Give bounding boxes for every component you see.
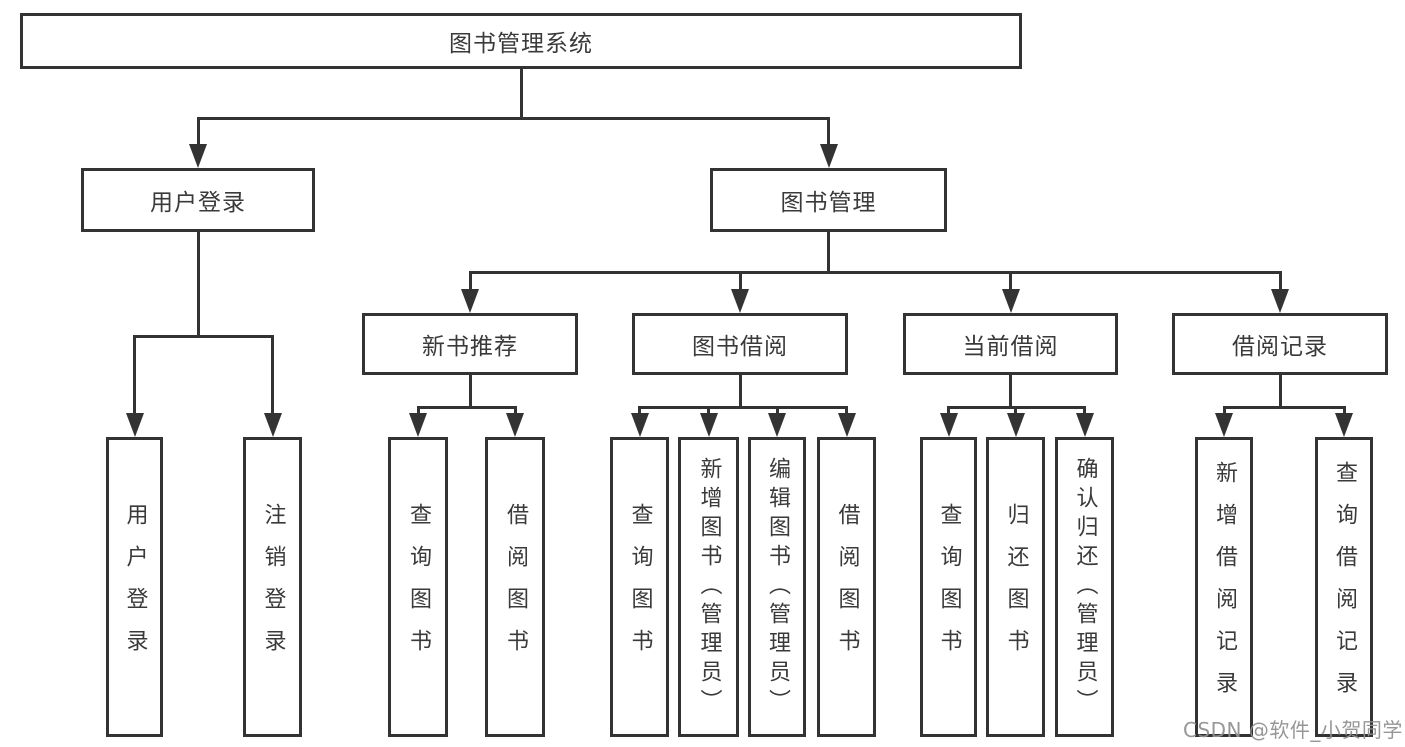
connector-rail bbox=[196, 116, 830, 120]
node-label-bb-add-books: 新增图书（管理员） bbox=[696, 456, 722, 718]
arrow-down-icon bbox=[1271, 289, 1289, 313]
node-label-br-query-record: 查询借阅记录 bbox=[1332, 461, 1357, 713]
node-label-book-mgmt: 图书管理 bbox=[780, 190, 877, 216]
node-label-cb-confirm-return: 确认归还（管理员） bbox=[1072, 456, 1098, 718]
arrow-down-icon bbox=[819, 144, 838, 168]
node-leaf-user-login: 用户登录 bbox=[106, 437, 163, 737]
connector-rail bbox=[1222, 405, 1346, 409]
connector-rail bbox=[133, 334, 274, 338]
arrow-down-icon bbox=[1001, 289, 1020, 313]
node-book-borrow: 图书借阅 bbox=[632, 313, 848, 375]
connector-drop bbox=[416, 407, 420, 417]
connector-drop bbox=[1014, 407, 1017, 417]
node-label-nb-borrow-books: 借阅图书 bbox=[503, 503, 528, 671]
connector-stem bbox=[738, 375, 742, 409]
arrow-down-icon bbox=[699, 413, 718, 437]
connector-drop bbox=[845, 407, 848, 417]
node-user-login: 用户登录 bbox=[81, 168, 315, 232]
connector-drop bbox=[468, 272, 472, 293]
arrow-down-icon bbox=[409, 413, 427, 437]
node-nb-borrow-books: 借阅图书 bbox=[485, 437, 545, 737]
node-label-leaf-user-login: 用户登录 bbox=[122, 503, 148, 671]
node-root: 图书管理系统 bbox=[20, 13, 1022, 69]
node-bb-add-books: 新增图书（管理员） bbox=[678, 437, 739, 737]
node-label-bb-edit-books: 编辑图书（管理员） bbox=[765, 456, 790, 718]
arrow-down-icon bbox=[1335, 413, 1353, 437]
arrow-down-icon bbox=[768, 413, 786, 437]
arrow-down-icon bbox=[506, 413, 524, 437]
node-label-book-borrow: 图书借阅 bbox=[692, 334, 788, 360]
node-label-borrow-records: 借阅记录 bbox=[1232, 334, 1328, 360]
connector-drop bbox=[827, 118, 830, 148]
arrow-down-icon bbox=[263, 413, 282, 437]
connector-drop bbox=[271, 336, 274, 417]
connector-drop bbox=[1009, 272, 1012, 293]
connector-drop bbox=[196, 118, 200, 148]
arrow-down-icon bbox=[125, 413, 144, 437]
connector-drop bbox=[707, 407, 710, 417]
node-label-br-add-record: 新增借阅记录 bbox=[1212, 461, 1237, 713]
connector-rail bbox=[416, 405, 517, 409]
connector-stem bbox=[1009, 375, 1012, 409]
node-current-borrow: 当前借阅 bbox=[903, 313, 1118, 375]
node-label-bb-borrow-books: 借阅图书 bbox=[834, 503, 860, 671]
node-bb-borrow-books: 借阅图书 bbox=[817, 437, 876, 737]
arrow-down-icon bbox=[461, 289, 479, 313]
node-label-cb-return-books: 归还图书 bbox=[1003, 503, 1029, 671]
node-label-user-login: 用户登录 bbox=[150, 190, 246, 216]
node-leaf-logout: 注销登录 bbox=[243, 437, 302, 737]
connector-drop bbox=[638, 407, 641, 417]
node-label-cb-query-books: 查询图书 bbox=[936, 503, 962, 671]
node-cb-confirm-return: 确认归还（管理员） bbox=[1055, 437, 1114, 737]
connector-drop bbox=[775, 407, 779, 417]
connector-drop bbox=[1278, 272, 1282, 293]
node-new-book-rec: 新书推荐 bbox=[362, 313, 578, 375]
node-br-add-record: 新增借阅记录 bbox=[1195, 437, 1253, 737]
node-cb-return-books: 归还图书 bbox=[986, 437, 1045, 737]
connector-rail bbox=[468, 270, 1282, 274]
connector-drop bbox=[1083, 407, 1086, 417]
arrow-down-icon bbox=[731, 289, 749, 313]
connector-stem bbox=[827, 232, 830, 274]
arrow-down-icon bbox=[630, 413, 649, 437]
connector-drop bbox=[947, 407, 950, 417]
connector-drop bbox=[133, 336, 136, 417]
connector-drop bbox=[1222, 407, 1226, 417]
node-label-root: 图书管理系统 bbox=[449, 31, 593, 57]
node-bb-edit-books: 编辑图书（管理员） bbox=[748, 437, 806, 737]
node-cb-query-books: 查询图书 bbox=[920, 437, 977, 737]
connector-stem bbox=[519, 69, 523, 120]
node-label-new-book-rec: 新书推荐 bbox=[422, 334, 518, 360]
node-label-bb-query-books: 查询图书 bbox=[627, 503, 653, 671]
connector-stem bbox=[468, 375, 472, 409]
watermark: CSDN @软件_小贺同学 bbox=[1183, 718, 1403, 742]
arrow-down-icon bbox=[939, 413, 958, 437]
node-label-nb-query-books: 查询图书 bbox=[406, 503, 431, 671]
connector-drop bbox=[1342, 407, 1346, 417]
arrow-down-icon bbox=[837, 413, 856, 437]
node-nb-query-books: 查询图书 bbox=[388, 437, 448, 737]
node-book-mgmt: 图书管理 bbox=[710, 168, 947, 232]
connector-drop bbox=[513, 407, 517, 417]
connector-stem bbox=[196, 232, 200, 338]
arrow-down-icon bbox=[1075, 413, 1094, 437]
node-bb-query-books: 查询图书 bbox=[610, 437, 669, 737]
node-label-leaf-logout: 注销登录 bbox=[260, 503, 286, 671]
connector-stem bbox=[1278, 375, 1282, 409]
connector-drop bbox=[738, 272, 742, 293]
connector-rail bbox=[638, 405, 848, 409]
arrow-down-icon bbox=[189, 144, 207, 168]
node-borrow-records: 借阅记录 bbox=[1172, 313, 1388, 375]
arrow-down-icon bbox=[1006, 413, 1025, 437]
node-br-query-record: 查询借阅记录 bbox=[1315, 437, 1373, 737]
arrow-down-icon bbox=[1215, 413, 1233, 437]
node-label-current-borrow: 当前借阅 bbox=[962, 334, 1059, 360]
